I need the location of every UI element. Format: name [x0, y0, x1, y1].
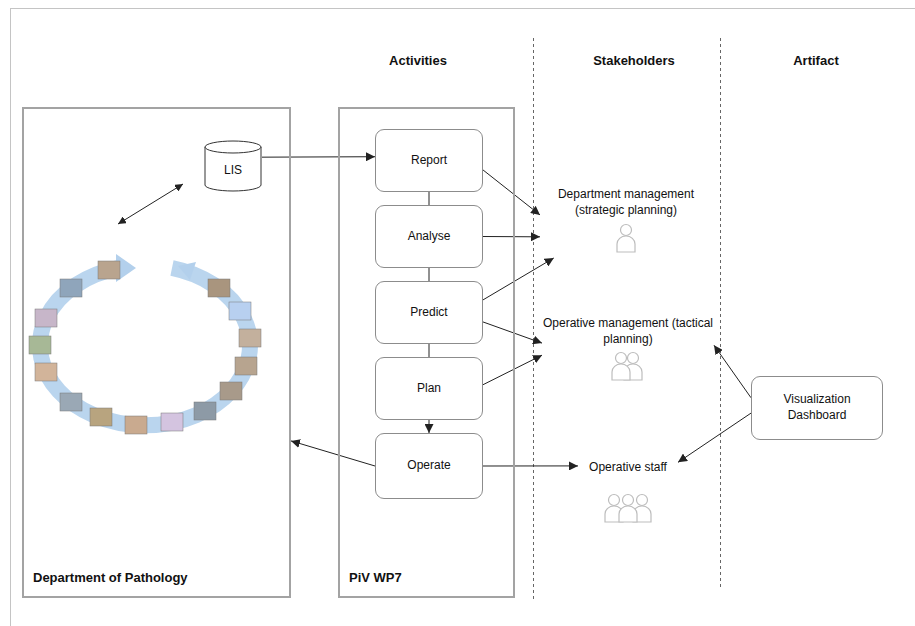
person-icon-head	[637, 495, 648, 506]
connector-arrow	[714, 345, 751, 398]
node-text: Operative staff	[589, 460, 667, 476]
connector-arrow	[483, 322, 542, 343]
connector-arrow	[483, 236, 540, 237]
connector-arrow	[429, 420, 430, 433]
node-text: Report	[411, 153, 447, 169]
node-text: Department management (strategic plannin…	[540, 187, 712, 218]
node-text: PiV WP7	[349, 570, 513, 587]
process-box: Plan	[375, 357, 483, 420]
person-icon-head	[616, 353, 627, 364]
node-text: Predict	[410, 305, 447, 321]
group-panel: Department of Pathology LIS	[22, 107, 291, 598]
connector-arrow	[262, 156, 375, 157]
connector-arrow	[483, 258, 554, 300]
workflow-photo	[194, 402, 216, 420]
node-text: Plan	[417, 381, 441, 397]
column-heading: Stakeholders	[564, 53, 704, 68]
stakeholder-icons	[605, 225, 651, 523]
column-heading: Artifact	[746, 53, 886, 68]
person-icon-body	[617, 236, 635, 252]
workflow-photo	[161, 413, 183, 431]
column-heading: Activities	[348, 53, 488, 68]
workflow-photo	[229, 302, 251, 320]
stakeholder-group: Department management (strategic plannin…	[540, 185, 712, 258]
connector-arrow	[483, 465, 578, 466]
workflow-cycle	[29, 254, 261, 434]
node-text: Analyse	[408, 229, 451, 245]
node-text: Visualization Dashboard	[756, 392, 878, 423]
workflow-photo	[98, 261, 120, 279]
connector-arrow	[429, 268, 430, 281]
workflow-photo	[35, 309, 57, 327]
connector-arrow	[291, 441, 375, 466]
person-icon-head	[621, 225, 632, 236]
group-panel: PiV WP7 ReportAnalysePredictPlanOperate	[338, 107, 515, 598]
cycle-arrowhead	[178, 262, 196, 280]
frame-line	[10, 8, 915, 9]
workflow-photo	[60, 279, 82, 297]
node-text: Department of Pathology	[33, 570, 289, 587]
workflow-photo	[29, 336, 51, 354]
person-icon-head	[609, 495, 620, 506]
workflow-photo	[239, 329, 261, 347]
process-box: Report	[375, 129, 483, 192]
connector-arrow	[483, 170, 540, 215]
connector-arrow	[678, 413, 751, 462]
connector-arrow	[429, 344, 430, 357]
stakeholder-group: Operative staff	[578, 458, 678, 530]
connector-arrow	[483, 355, 542, 385]
process-box: Predict	[375, 281, 483, 344]
workflow-photo	[60, 393, 82, 411]
process-box: Visualization Dashboard	[751, 376, 883, 440]
workflow-photo	[90, 408, 112, 426]
database-cylinder: LIS	[204, 140, 262, 192]
process-box: Analyse	[375, 205, 483, 268]
workflow-photo	[235, 357, 257, 375]
person-icon-body	[619, 506, 637, 522]
cylinder-body	[205, 147, 261, 191]
workflow-photo	[208, 279, 230, 297]
person-icon-head	[623, 495, 634, 506]
cylinder-top	[205, 141, 261, 153]
workflow-photo	[220, 382, 242, 400]
node-text: LIS	[224, 163, 242, 179]
node-text: Operative management (tactical planning)	[542, 316, 714, 347]
connector-arrow	[429, 192, 430, 205]
process-box: Operate	[375, 433, 483, 499]
person-icon-body	[612, 364, 630, 380]
stakeholder-group: Operative management (tactical planning)	[542, 314, 714, 385]
node-text: Operate	[407, 458, 450, 474]
frame-line	[10, 8, 11, 626]
workflow-photo	[35, 363, 57, 381]
column-divider	[720, 38, 721, 590]
data-exchange-arrow	[118, 184, 183, 224]
person-icon-head	[628, 353, 639, 364]
workflow-photo	[125, 416, 147, 434]
cycle-band	[40, 268, 250, 425]
column-divider	[533, 38, 534, 600]
